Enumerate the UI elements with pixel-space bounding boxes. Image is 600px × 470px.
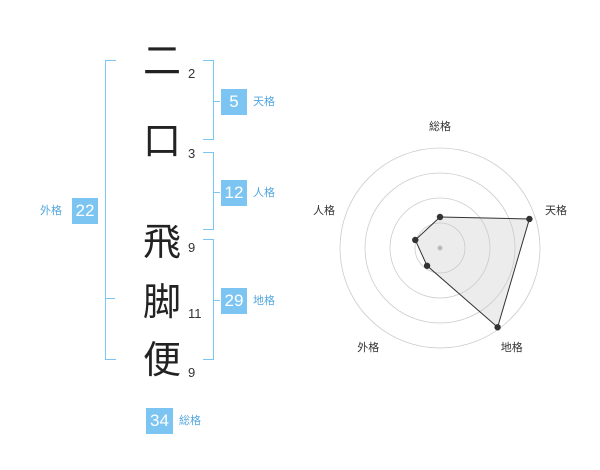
gaikaku-bracket-tick	[105, 298, 115, 299]
radar-ring-1	[414, 222, 466, 274]
soukaku-value: 34	[146, 408, 173, 434]
stroke-count-3: 9	[188, 240, 196, 255]
name-char-1: 二	[142, 39, 181, 83]
radar-axis-label-jinkaku: 人格	[312, 204, 335, 218]
chikaku-value: 29	[221, 288, 247, 314]
radar-center-dot	[437, 245, 443, 251]
stroke-count-5: 9	[188, 365, 196, 380]
gaikaku-value: 22	[72, 198, 98, 224]
name-char-4: 脚	[142, 280, 181, 324]
chikaku-bracket	[203, 239, 214, 360]
radar-ring-4	[339, 147, 541, 349]
jinkaku-label: 人格	[253, 186, 275, 199]
jinkaku-bracket	[203, 152, 214, 230]
name-char-2: 口	[142, 119, 181, 163]
name-char-5: 便	[142, 338, 181, 382]
gaikaku-bracket	[105, 60, 116, 360]
radar-axis-label-soukaku: 総格	[429, 120, 451, 133]
chikaku-connector	[214, 300, 220, 301]
gaikaku-label: 外格	[40, 204, 62, 217]
name-char-3: 飛	[142, 220, 181, 264]
tenkaku-label: 天格	[253, 95, 275, 108]
radar-point-2	[494, 324, 501, 331]
radar-series-area	[414, 216, 531, 329]
stroke-count-1: 2	[188, 66, 196, 81]
chikaku-label: 地格	[253, 294, 275, 307]
tenkaku-value: 5	[221, 89, 247, 115]
radar-axis-label-chikaku: 地格	[500, 340, 523, 354]
jinkaku-connector	[214, 192, 220, 193]
tenkaku-bracket	[203, 60, 214, 140]
jinkaku-value: 12	[221, 180, 247, 206]
radar-ring-2	[389, 197, 491, 299]
radar-point-0	[436, 213, 444, 221]
radar-ring-3	[364, 172, 516, 324]
radar-point-1	[526, 215, 533, 223]
stroke-count-2: 3	[188, 146, 196, 161]
radar-point-4	[412, 236, 419, 244]
radar-axis-label-tenkaku: 天格	[545, 204, 568, 218]
radar-point-3	[423, 262, 431, 269]
stroke-count-4: 11	[188, 306, 202, 321]
soukaku-label: 総格	[179, 414, 201, 427]
tenkaku-connector	[214, 101, 220, 102]
radar-axis-label-gaikaku: 外格	[357, 340, 380, 354]
